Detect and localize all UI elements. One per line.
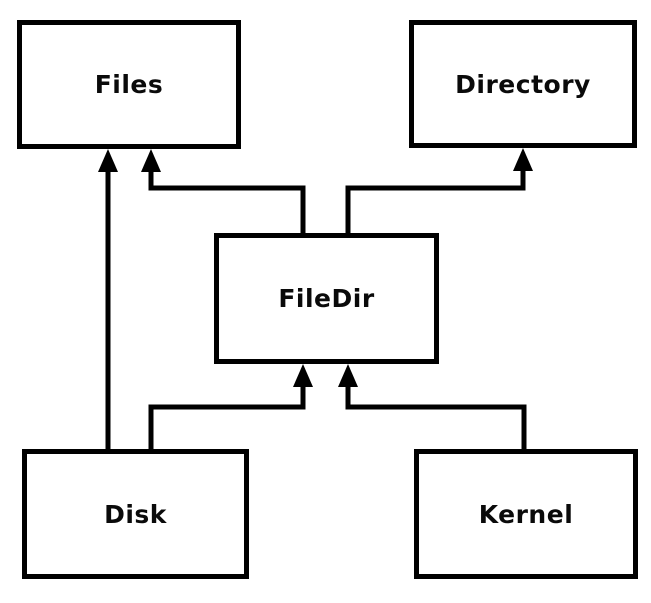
edge-disk-to-filedir <box>148 364 313 449</box>
arrowhead-into-directory <box>513 148 533 171</box>
node-files-label: Files <box>94 70 164 99</box>
node-disk[interactable]: Disk <box>22 449 249 579</box>
edge-filedir-to-directory <box>345 148 533 233</box>
arrowhead-into-files-right <box>141 149 161 172</box>
edge-kernel-to-filedir <box>338 364 527 449</box>
node-files[interactable]: Files <box>17 20 241 149</box>
arrowhead-into-filedir-right <box>338 364 358 387</box>
node-disk-label: Disk <box>104 499 167 529</box>
edge-disk-to-files <box>98 149 118 449</box>
node-filedir[interactable]: FileDir <box>214 233 439 364</box>
node-filedir-label: FileDir <box>278 284 375 313</box>
arrowhead-into-filedir-left <box>293 364 313 387</box>
node-kernel-label: Kernel <box>478 499 574 529</box>
node-directory-label: Directory <box>455 69 591 99</box>
node-directory[interactable]: Directory <box>409 20 637 148</box>
node-kernel[interactable]: Kernel <box>414 449 638 579</box>
edge-filedir-to-files <box>141 149 306 233</box>
arrowhead-into-files-left <box>98 149 118 172</box>
